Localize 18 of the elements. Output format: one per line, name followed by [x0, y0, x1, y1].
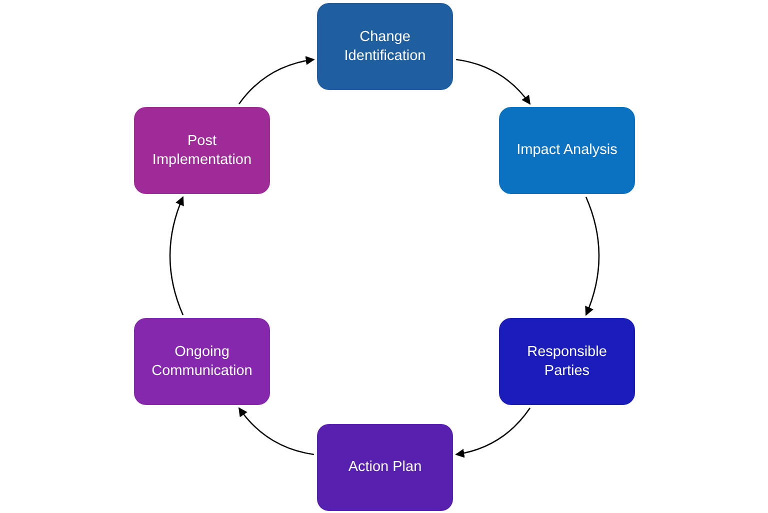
process-box [134, 318, 270, 405]
process-box [499, 107, 635, 194]
step-label: Responsible Parties [526, 343, 608, 380]
process-box [134, 107, 270, 194]
curved-arrow [455, 408, 531, 458]
curved-arrow [456, 58, 531, 105]
step-label: Change Identification [343, 28, 427, 65]
curved-arrow [238, 56, 315, 104]
step-label: Ongoing Communication [150, 343, 254, 380]
curved-arrow [584, 196, 600, 316]
step-label: Impact Analysis [516, 141, 618, 160]
curved-arrow [238, 407, 314, 456]
process-box [317, 3, 453, 90]
step-label: Action Plan [348, 458, 422, 477]
curved-arrow [169, 196, 184, 316]
process-box [317, 424, 453, 511]
process-box [499, 318, 635, 405]
step-label: Post Implementation [151, 132, 253, 169]
